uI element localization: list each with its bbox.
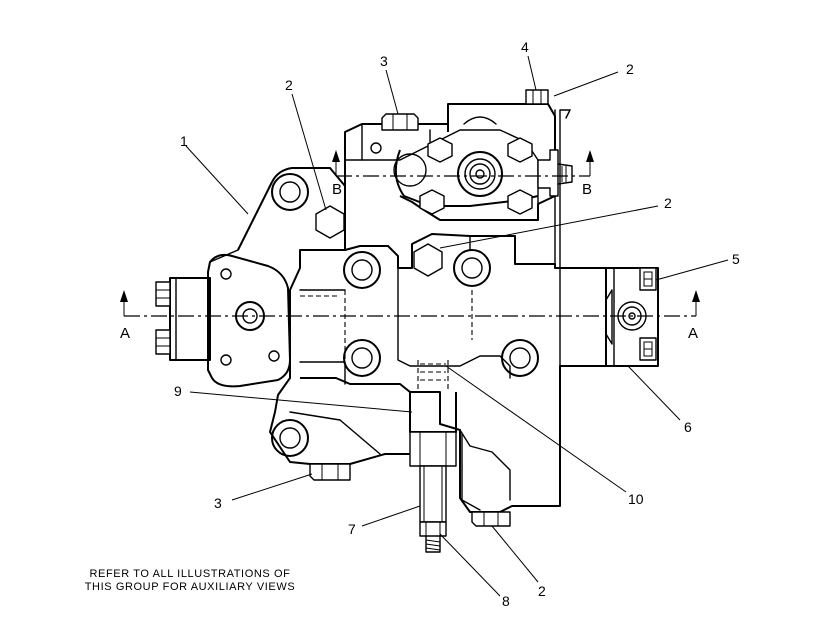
left-fittings (155, 277, 211, 361)
mounting-bosses (220, 173, 539, 457)
bolt-lower-right (471, 511, 511, 527)
callout-2-upper-right: 2 (626, 61, 634, 77)
section-label-b-right: B (582, 181, 592, 198)
hex-nut-center (413, 243, 443, 277)
note-line-1: REFER TO ALL ILLUSTRATIONS OF (89, 568, 291, 580)
callout-6: 6 (684, 419, 692, 435)
callout-3-bottom: 3 (214, 495, 222, 511)
section-arrows (120, 150, 700, 316)
callout-3-top: 3 (380, 53, 388, 69)
callout-2-bottom: 2 (538, 583, 546, 599)
section-label-a-right: A (688, 325, 698, 342)
hex-nut-left (315, 205, 345, 239)
callout-9: 9 (174, 383, 182, 399)
adjusting-screw (409, 392, 457, 553)
callout-10: 10 (628, 491, 644, 507)
auxiliary-views-note: REFER TO ALL ILLUSTRATIONS OF THIS GROUP… (70, 568, 310, 594)
callout-2-upper-left: 2 (285, 77, 293, 93)
section-label-b-left: B (332, 181, 342, 198)
leader-lines (185, 55, 729, 597)
note-line-2: THIS GROUP FOR AUXILIARY VIEWS (84, 581, 296, 593)
top-control-block (344, 89, 573, 221)
callout-1: 1 (180, 133, 188, 149)
end-cover (605, 267, 659, 367)
left-flange (207, 253, 291, 388)
callout-2-middle: 2 (664, 195, 672, 211)
section-label-a-left: A (120, 325, 130, 342)
callout-7: 7 (348, 521, 356, 537)
callout-5: 5 (732, 251, 740, 267)
callout-8: 8 (502, 593, 510, 609)
bolt-lower-left (309, 463, 351, 481)
mounting-bracket (269, 167, 410, 465)
callout-4: 4 (521, 39, 529, 55)
